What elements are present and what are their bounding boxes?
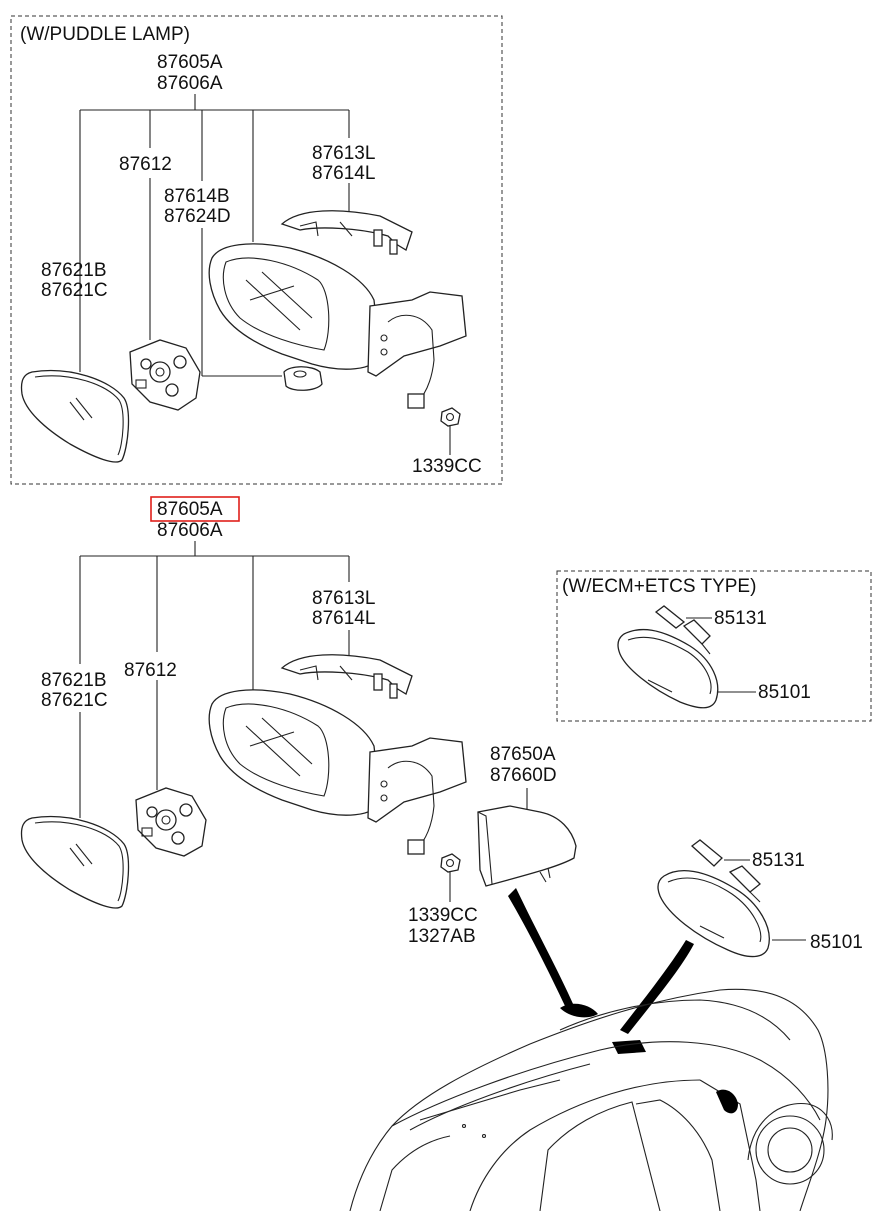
puddle-lamp-title: (W/PUDDLE LAMP) xyxy=(20,24,190,45)
vehicle-outline xyxy=(349,988,833,1212)
top-cover-label-2[interactable]: 87614L xyxy=(312,163,375,184)
inside-rear-mirror[interactable] xyxy=(657,870,770,958)
bottom-assy-label-2[interactable]: 87606A xyxy=(157,520,223,541)
bottom-actuator-label[interactable]: 87612 xyxy=(124,660,177,681)
top-mirror-cover[interactable] xyxy=(280,210,413,255)
mirror-scalp-cover[interactable] xyxy=(477,805,577,887)
ecm-box xyxy=(556,570,872,722)
top-nut[interactable] xyxy=(440,407,461,427)
top-actuator-label[interactable]: 87612 xyxy=(119,154,172,175)
bottom-mirror-housing[interactable] xyxy=(208,689,467,855)
ecm-holder-label[interactable]: 85131 xyxy=(714,608,767,629)
top-glass-label-2[interactable]: 87621C xyxy=(41,280,108,301)
bottom-scalp-label-1[interactable]: 87650A xyxy=(490,744,556,765)
bottom-assy-label-1[interactable]: 87605A xyxy=(157,499,223,520)
inside-holder-label[interactable]: 85131 xyxy=(752,850,805,871)
top-mirror-housing[interactable] xyxy=(208,243,467,409)
bottom-cover-label-1[interactable]: 87613L xyxy=(312,588,375,609)
ecm-inside-mirror[interactable] xyxy=(617,628,719,709)
bottom-scalp-label-2[interactable]: 87660D xyxy=(490,765,557,786)
top-cover-label-1[interactable]: 87613L xyxy=(312,143,375,164)
top-assy-label-2[interactable]: 87606A xyxy=(157,73,223,94)
bottom-cover-label-2[interactable]: 87614L xyxy=(312,608,375,629)
bottom-nut-label-2[interactable]: 1327AB xyxy=(408,926,476,947)
ecm-holder[interactable] xyxy=(654,605,711,655)
pointer-wedges xyxy=(508,888,694,1054)
bottom-glass-label-1[interactable]: 87621B xyxy=(41,670,107,691)
bottom-nut[interactable] xyxy=(440,853,461,873)
highlight-box xyxy=(150,496,240,522)
ecm-mirror-label[interactable]: 85101 xyxy=(758,682,811,703)
top-leader-tree xyxy=(79,94,451,455)
bottom-leader-tree xyxy=(79,541,528,902)
bottom-mirror-glass[interactable] xyxy=(20,815,130,909)
inside-mirror-label[interactable]: 85101 xyxy=(810,932,863,953)
bottom-actuator[interactable] xyxy=(135,787,207,857)
top-glass-label-1[interactable]: 87621B xyxy=(41,260,107,281)
top-lamp-label-1[interactable]: 87614B xyxy=(164,186,230,207)
puddle-lamp-box xyxy=(10,15,503,485)
inside-holder[interactable] xyxy=(690,839,761,903)
top-mirror-glass[interactable] xyxy=(20,369,130,463)
bottom-glass-label-2[interactable]: 87621C xyxy=(41,690,108,711)
top-nut-label[interactable]: 1339CC xyxy=(412,456,482,477)
top-lamp-label-2[interactable]: 87624D xyxy=(164,206,231,227)
ecm-title: (W/ECM+ETCS TYPE) xyxy=(562,576,756,597)
top-actuator[interactable] xyxy=(129,339,201,411)
top-puddle-lamp[interactable] xyxy=(283,366,323,391)
top-assy-label-1[interactable]: 87605A xyxy=(157,52,223,73)
bottom-mirror-cover[interactable] xyxy=(280,654,413,699)
bottom-nut-label-1[interactable]: 1339CC xyxy=(408,905,478,926)
